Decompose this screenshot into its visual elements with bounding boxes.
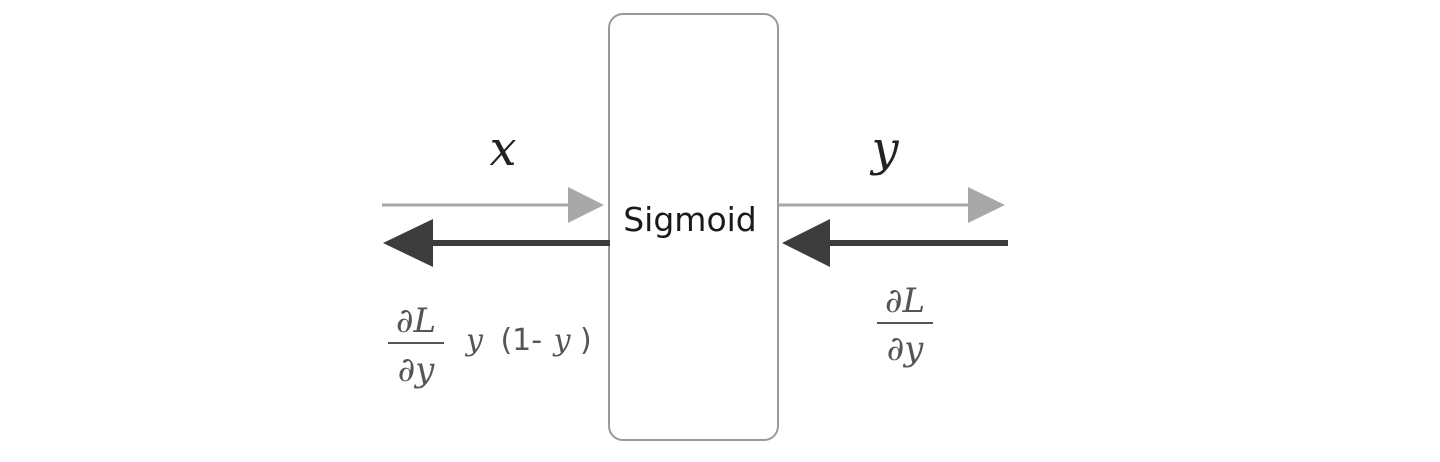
downstream-gradient-expression: ∂L ∂y y (1- y ) <box>388 301 592 390</box>
input-variable-label: x <box>489 121 516 177</box>
output-variable-label: y <box>869 121 899 177</box>
factor-open: (1- <box>500 323 542 358</box>
forward-input-arrow <box>382 187 604 223</box>
downstream-gradient-denominator: ∂y <box>398 350 436 390</box>
backward-upstream-arrow <box>782 219 1008 267</box>
upstream-gradient-denominator: ∂y <box>887 329 925 369</box>
sigmoid-derivative-factor: y (1- y ) <box>464 323 592 358</box>
forward-output-arrow <box>779 187 1005 223</box>
upstream-gradient-numerator: ∂L <box>885 281 925 321</box>
sigmoid-node-box <box>608 13 779 441</box>
downstream-gradient-numerator: ∂L <box>396 301 436 341</box>
backward-downstream-arrow <box>383 219 610 267</box>
factor-y2: y <box>552 323 572 358</box>
sigmoid-node-label: Sigmoid <box>623 200 757 239</box>
factor-close: ) <box>580 323 592 358</box>
factor-y: y <box>464 323 484 358</box>
upstream-gradient-fraction: ∂L ∂y <box>877 281 933 369</box>
